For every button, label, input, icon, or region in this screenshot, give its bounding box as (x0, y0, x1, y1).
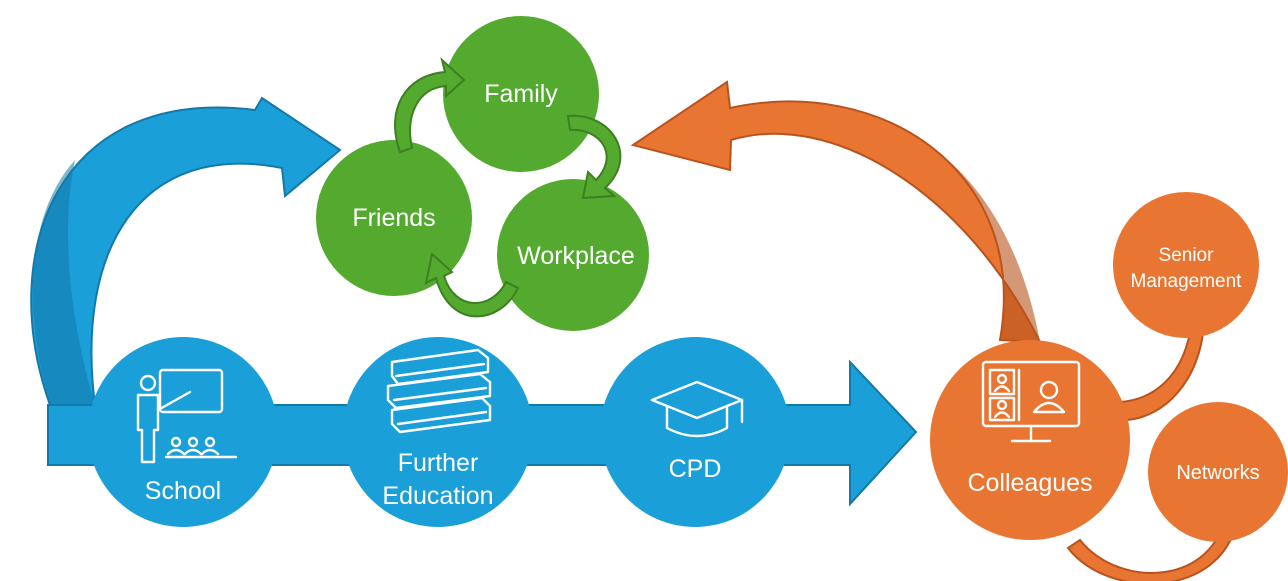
books-stack-icon (386, 348, 492, 434)
school-node: School (88, 337, 278, 527)
colleagues-label: Colleagues (967, 469, 1092, 497)
senior-management-node: Senior Management (1113, 192, 1259, 338)
cpd-node: CPD (600, 337, 790, 527)
blue-curved-arrow (30, 96, 342, 406)
workplace-node: Workplace (497, 179, 649, 331)
teacher-classroom-icon (136, 368, 238, 464)
graduation-cap-icon (650, 380, 744, 438)
senior-management-label-line2: Management (1131, 271, 1243, 292)
friends-label: Friends (352, 204, 435, 232)
green-cycle-arrow-friends-to-family (394, 57, 466, 154)
further-education-label-line2: Education (382, 482, 493, 510)
video-meeting-icon (981, 360, 1081, 443)
cpd-label: CPD (669, 455, 722, 483)
orange-curved-arrow (630, 80, 1042, 344)
senior-management-label-line1: Senior (1159, 245, 1215, 266)
family-node: Family (443, 16, 599, 172)
green-cycle-arrow-workplace-to-friends (424, 252, 520, 318)
family-label: Family (484, 80, 558, 108)
colleagues-node: Colleagues (930, 340, 1130, 540)
networks-label: Networks (1176, 462, 1259, 484)
further-education-label-line1: Further (398, 449, 479, 477)
school-label: School (145, 477, 221, 505)
green-cycle-arrow-family-to-workplace (566, 114, 622, 200)
networks-node: Networks (1148, 402, 1288, 542)
workplace-label: Workplace (517, 242, 635, 270)
further-education-node: Further Education (343, 337, 533, 527)
